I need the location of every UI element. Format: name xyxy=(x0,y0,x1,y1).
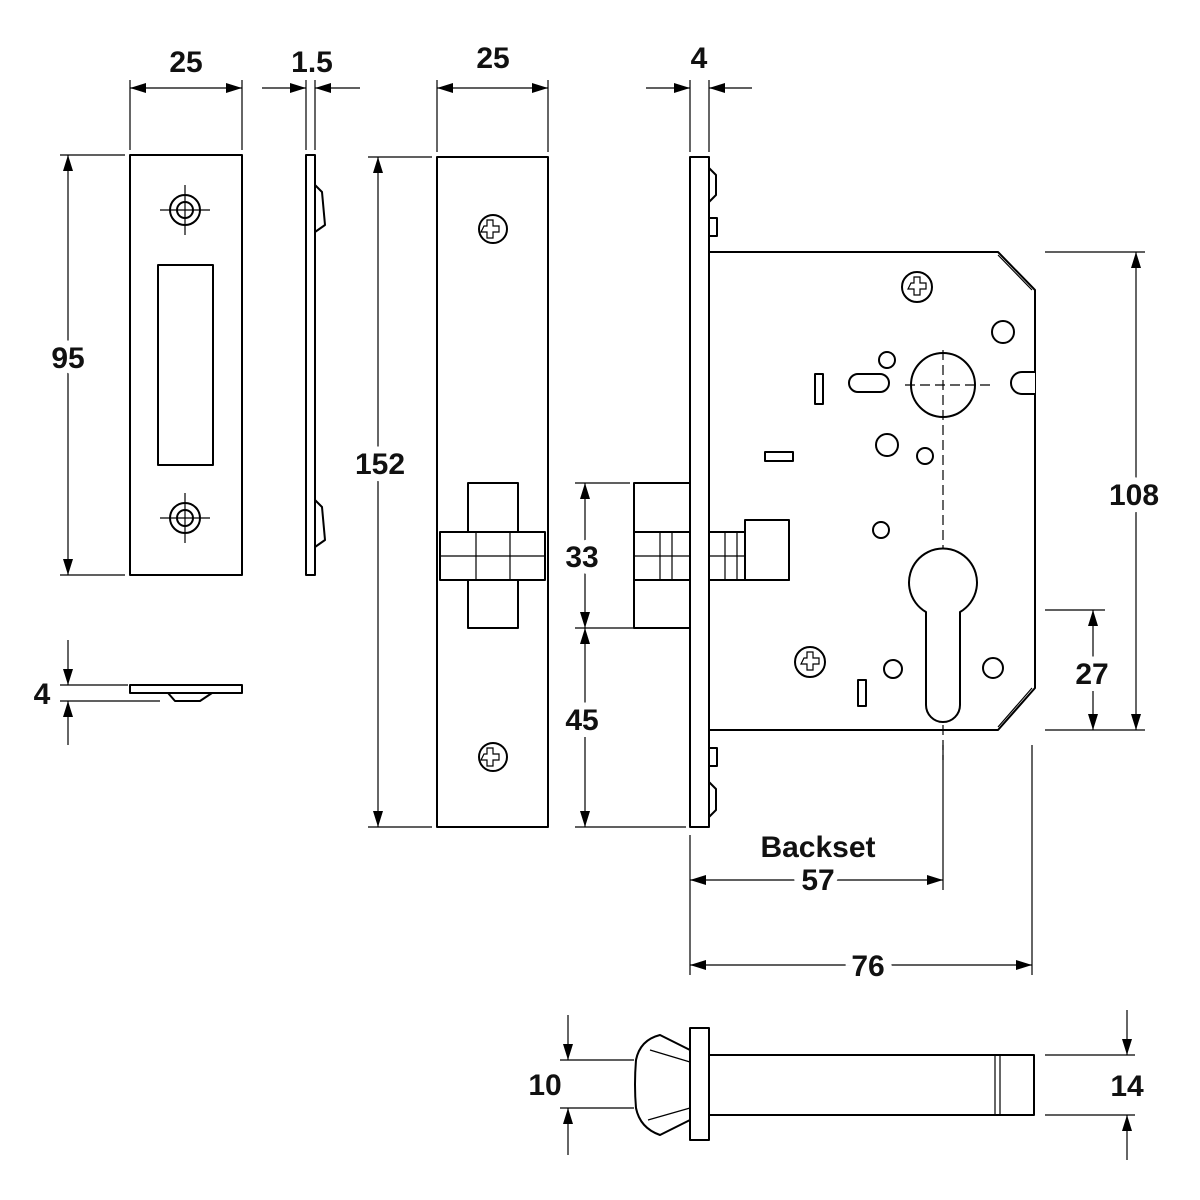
screw-hole-top xyxy=(160,185,210,235)
forend-screw-bottom xyxy=(478,742,508,772)
dim-label-case-height: 108 xyxy=(1109,479,1159,512)
dim-forend-width xyxy=(436,80,549,152)
strike-plate-side xyxy=(305,154,326,576)
dim-label-latch-to-cylinder: 33 xyxy=(565,541,598,574)
dim-bolt-length xyxy=(1045,1010,1135,1160)
dim-striker-depth xyxy=(60,640,160,745)
forend-screw-top xyxy=(478,214,508,244)
euro-cylinder-keyhole xyxy=(908,547,978,723)
dim-label-bolt-length: 14 xyxy=(1110,1070,1144,1103)
dim-backset xyxy=(689,745,944,975)
dim-label-backset: Backset xyxy=(760,831,875,864)
dim-label-forend-height: 152 xyxy=(355,448,405,481)
case-screw-bottom xyxy=(794,646,826,678)
dim-striker-width xyxy=(129,80,243,150)
screw-hole-bottom xyxy=(160,493,210,543)
strike-plate-front xyxy=(129,154,243,576)
dim-label-case-depth: 76 xyxy=(851,950,884,983)
latch-side xyxy=(633,482,790,629)
dim-label-forend-width: 25 xyxy=(476,42,509,75)
dim-cylinder-to-bottom xyxy=(575,628,686,828)
dim-striker-thickness xyxy=(262,80,360,150)
dim-cylinder-offset xyxy=(1045,609,1105,730)
dim-label-cylinder-offset: 27 xyxy=(1075,658,1108,691)
dim-label-striker-height: 95 xyxy=(51,342,84,375)
dim-case-height xyxy=(1045,251,1145,731)
dim-striker-height xyxy=(60,154,125,576)
strike-plate-bottom xyxy=(129,684,243,702)
dim-forend-thickness xyxy=(646,80,752,152)
dim-label-striker-depth: 4 xyxy=(34,678,51,711)
dim-label-bolt-height: 10 xyxy=(528,1069,561,1102)
dim-label-striker-thickness: 1.5 xyxy=(291,46,333,79)
lock-case-side xyxy=(633,156,1036,828)
dim-bolt-height xyxy=(560,1015,634,1155)
dim-value-backset: 57 xyxy=(801,864,834,897)
latch-top-view xyxy=(634,1027,1035,1141)
dim-label-striker-width: 25 xyxy=(169,46,202,79)
case-screw-top xyxy=(901,271,933,303)
dim-case-depth xyxy=(690,745,1033,975)
dim-latch-to-cylinder xyxy=(575,482,690,629)
dim-label-forend-thickness: 4 xyxy=(691,42,708,75)
forend-plate-front xyxy=(436,156,549,828)
dim-label-cylinder-to-bottom: 45 xyxy=(565,704,598,737)
latch-front xyxy=(439,482,546,629)
dim-forend-height xyxy=(368,156,432,828)
